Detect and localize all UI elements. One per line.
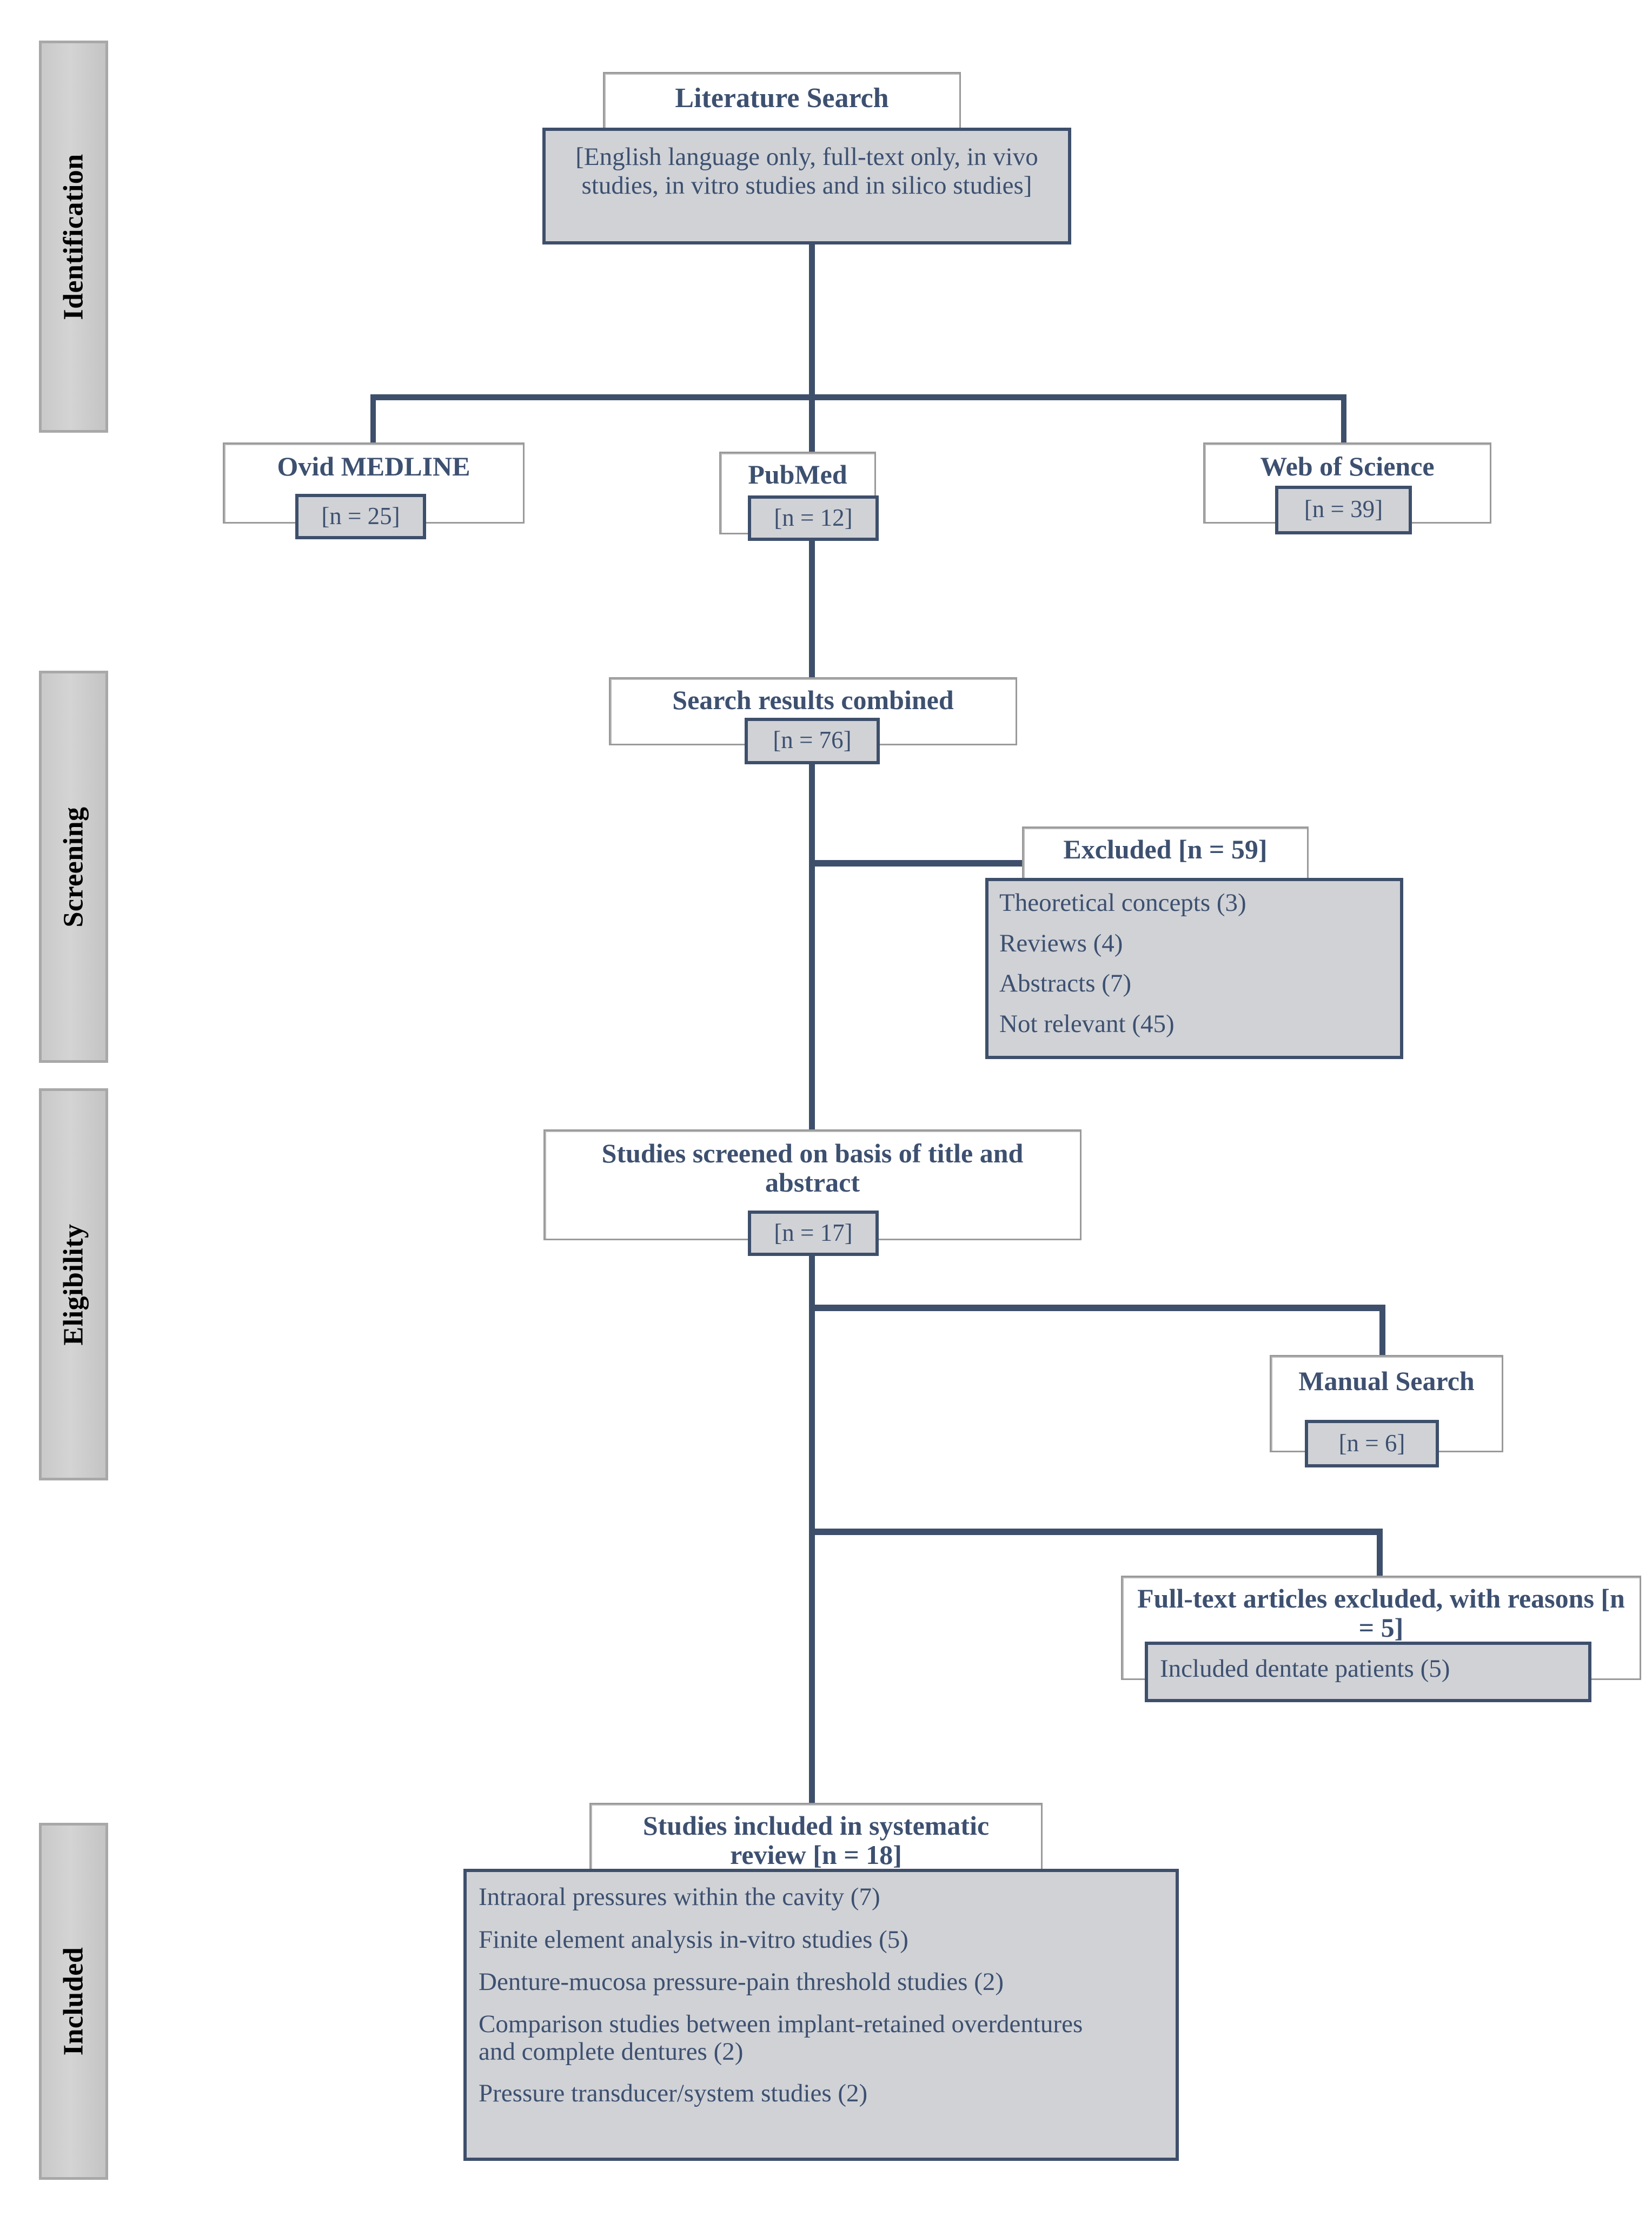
- stage-band-screening: Screening: [39, 671, 108, 1063]
- excluded-reason-item: Reviews (4): [999, 929, 1123, 957]
- connector-fan-to-wos: [1341, 394, 1346, 442]
- excluded-reason-item: Not relevant (45): [999, 1009, 1175, 1038]
- node-studies-included-categories: Intraoral pressures within the cavity (7…: [463, 1869, 1179, 2161]
- stage-band-included-label: Included: [58, 1947, 89, 2056]
- stage-band-eligibility: Eligibility: [39, 1088, 108, 1480]
- included-category-item: Intraoral pressures within the cavity (7…: [479, 1883, 880, 1911]
- stage-band-included: Included: [39, 1823, 108, 2180]
- connector-fan-to-ovid: [370, 394, 376, 442]
- stage-band-screening-label: Screening: [58, 806, 89, 928]
- node-literature-search-detail: [English language only, full-text only, …: [542, 128, 1071, 244]
- node-pubmed-count: [n = 12]: [748, 495, 879, 541]
- included-category-item: Comparison studies between implant-retai…: [479, 2009, 1083, 2066]
- connector-fan-bar: [370, 394, 1346, 400]
- node-search-results-combined-count: [n = 76]: [745, 718, 880, 764]
- node-studies-screened-title: Studies screened on basis of title and a…: [601, 1138, 1024, 1198]
- stage-band-identification-label: Identification: [58, 153, 89, 320]
- node-literature-search-detail-text: [English language only, full-text only, …: [575, 143, 1038, 200]
- node-studies-included-title: Studies included in systematic review [n…: [642, 1810, 990, 1870]
- connector-fulltext-excluded-drop: [1377, 1529, 1383, 1577]
- node-pubmed-count-text: [n = 12]: [774, 504, 853, 531]
- node-fulltext-excluded-title: Full-text articles excluded, with reason…: [1137, 1583, 1625, 1643]
- node-ovid-medline-count-text: [n = 25]: [321, 502, 400, 530]
- node-manual-search-count-text: [n = 6]: [1338, 1430, 1405, 1457]
- node-web-of-science-count-text: [n = 39]: [1304, 495, 1383, 523]
- included-category-item: Denture-mucosa pressure-pain threshold s…: [479, 1968, 1004, 1996]
- included-category-item: Finite element analysis in-vitro studies…: [479, 1925, 908, 1954]
- node-studies-screened-count: [n = 17]: [748, 1211, 879, 1256]
- node-studies-screened: Studies screened on basis of title and a…: [543, 1129, 1082, 1240]
- node-pubmed-title: PubMed: [748, 459, 847, 490]
- connector-combined-to-screened: [809, 756, 815, 1137]
- node-ovid-medline-count: [n = 25]: [295, 494, 426, 539]
- node-manual-search-title: Manual Search: [1298, 1366, 1475, 1396]
- node-manual-search-count: [n = 6]: [1305, 1420, 1439, 1467]
- node-search-results-combined-title: Search results combined: [672, 685, 954, 715]
- connector-manual-search-drop: [1379, 1305, 1385, 1355]
- stage-band-eligibility-label: Eligibility: [58, 1223, 89, 1346]
- excluded-reason-item: Theoretical concepts (3): [999, 889, 1246, 917]
- node-web-of-science-count: [n = 39]: [1275, 486, 1412, 534]
- node-studies-screened-count-text: [n = 17]: [774, 1219, 853, 1246]
- included-category-item: Pressure transducer/system studies (2): [479, 2079, 868, 2108]
- node-fulltext-excluded-reasons: Included dentate patients (5): [1145, 1642, 1591, 1702]
- node-web-of-science-title: Web of Science: [1260, 451, 1435, 481]
- node-ovid-medline: Ovid MEDLINE: [223, 442, 525, 524]
- connector-trunk-to-manual-search: [809, 1305, 1385, 1311]
- connector-pubmed-to-combined: [809, 541, 815, 677]
- node-literature-search-title: Literature Search: [675, 83, 889, 114]
- excluded-reason-item: Abstracts (7): [999, 969, 1132, 998]
- connector-fan-to-pubmed: [809, 394, 815, 452]
- stage-band-identification: Identification: [39, 41, 108, 433]
- connector-trunk-to-excluded: [809, 860, 1022, 867]
- connector-literature-to-fan: [809, 244, 815, 398]
- node-ovid-medline-title: Ovid MEDLINE: [277, 451, 470, 481]
- node-excluded-reasons: Theoretical concepts (3) Reviews (4) Abs…: [985, 878, 1403, 1059]
- connector-trunk-to-fulltext-excluded: [809, 1529, 1383, 1535]
- node-excluded-title: Excluded [n = 59]: [1063, 834, 1268, 864]
- fulltext-excluded-reason-item: Included dentate patients (5): [1160, 1655, 1450, 1683]
- node-search-results-combined-count-text: [n = 76]: [773, 726, 852, 753]
